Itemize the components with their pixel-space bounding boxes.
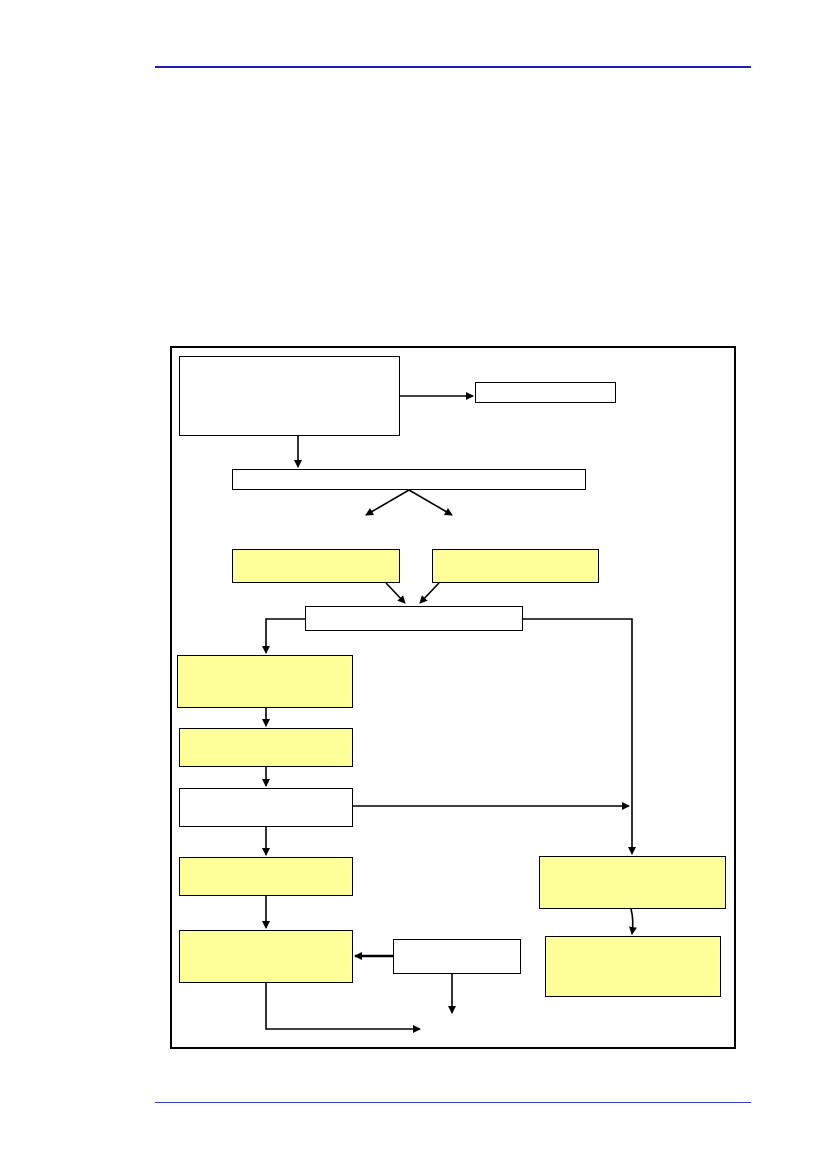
flow-node-3 — [232, 469, 586, 490]
flow-node-13 — [539, 856, 726, 909]
flow-node-14 — [545, 936, 721, 997]
flow-node-2 — [475, 382, 616, 403]
flow-node-7 — [177, 655, 353, 708]
flow-node-1 — [179, 356, 400, 436]
flow-node-10 — [179, 857, 353, 896]
flowchart-frame — [170, 346, 736, 1049]
flow-node-6 — [305, 606, 523, 631]
header-rule — [155, 66, 751, 68]
flow-node-11 — [179, 930, 353, 983]
flow-node-9 — [179, 788, 353, 827]
flow-node-8 — [179, 728, 353, 767]
flow-node-12 — [393, 939, 521, 974]
flow-node-5 — [432, 549, 599, 583]
footer-rule — [155, 1102, 751, 1103]
flow-node-4 — [232, 549, 400, 583]
